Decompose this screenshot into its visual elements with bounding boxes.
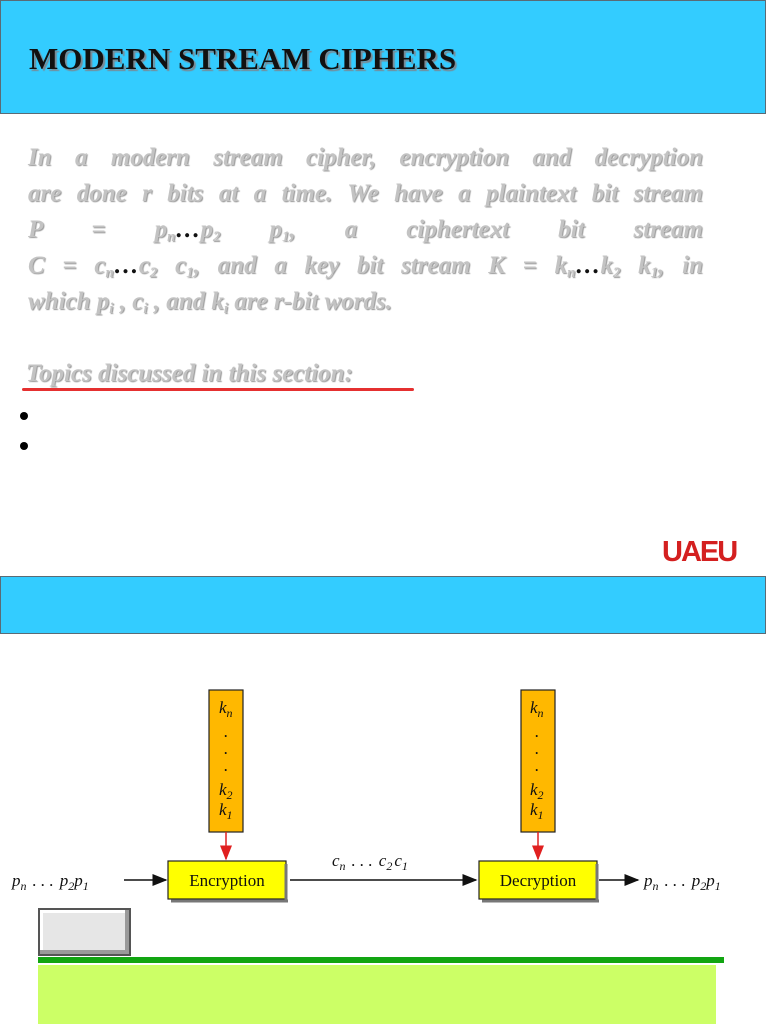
k-subscript-2: 2 bbox=[612, 265, 621, 281]
topics-underline bbox=[22, 388, 414, 391]
svg-text:.: . bbox=[535, 722, 539, 741]
plaintext-output-label: pn. . .p2p1 bbox=[643, 871, 721, 893]
svg-text:.: . bbox=[535, 756, 539, 775]
k-subscript-n: n bbox=[567, 265, 576, 281]
decryption-box bbox=[478, 860, 598, 900]
green-divider bbox=[38, 957, 724, 963]
p-subscript-n: n bbox=[167, 229, 176, 245]
svg-text:.: . bbox=[224, 739, 228, 758]
k-ellipsis: … bbox=[575, 252, 601, 279]
key-phrase: , and a key bit stream K = k bbox=[193, 252, 568, 279]
slide1-header: MODERN STREAM CIPHERS bbox=[0, 0, 766, 114]
intro-paragraph: In a modern stream cipher, encryption an… bbox=[28, 140, 703, 320]
c-ellipsis: … bbox=[113, 252, 139, 279]
p-subscript-1: 1 bbox=[282, 229, 290, 245]
svg-text:.: . bbox=[535, 739, 539, 758]
p-ellipsis: … bbox=[175, 216, 201, 243]
encryption-box bbox=[167, 860, 287, 900]
svg-text:pn. . .p2p1: pn. . .p2p1 bbox=[643, 871, 721, 893]
c-1: c bbox=[157, 252, 187, 279]
intro-line-2: are done r bits at a time. We have a pla… bbox=[28, 180, 703, 207]
svg-text:kn: kn bbox=[530, 698, 544, 720]
c-2: c bbox=[138, 252, 150, 279]
note-box bbox=[38, 965, 716, 1024]
bullet-2 bbox=[20, 442, 28, 450]
c-subscript-1: 1 bbox=[186, 265, 194, 281]
slide2-header bbox=[0, 576, 766, 634]
p-1: p bbox=[220, 216, 283, 243]
p-2: p bbox=[200, 216, 214, 243]
plaintext-input-label: pn. . .p2p1 bbox=[11, 871, 89, 893]
intro-line-3: P = pn…p2 p1, a ciphertext bit stream bbox=[28, 212, 703, 248]
which-p: which p bbox=[28, 288, 110, 315]
intro-line-4: C = cn…c2 c1, and a key bit stream K = k… bbox=[28, 248, 703, 284]
encryption-key-labels: kn . . . k2 k1 bbox=[219, 698, 233, 822]
svg-text:k2: k2 bbox=[219, 780, 233, 802]
intro-line-1: In a modern stream cipher, encryption an… bbox=[28, 144, 703, 171]
encryption-key-stream bbox=[208, 689, 244, 833]
p-equation: P = p bbox=[28, 216, 168, 243]
svg-text:k2: k2 bbox=[530, 780, 544, 802]
c-subscript-n: n bbox=[105, 265, 114, 281]
k-subscript-i: i bbox=[223, 301, 229, 317]
k-2: k bbox=[600, 252, 613, 279]
decryption-key-labels: kn . . . k2 k1 bbox=[530, 698, 544, 822]
rbit-words: are r-bit words. bbox=[228, 288, 392, 315]
svg-text:.: . bbox=[224, 756, 228, 775]
decryption-label: Decryption bbox=[500, 871, 577, 890]
c-subscript-2: 2 bbox=[149, 265, 158, 281]
navigation-button[interactable] bbox=[38, 908, 131, 956]
bullet-1 bbox=[20, 412, 28, 420]
comma-c: , c bbox=[113, 288, 144, 315]
intro-line-5: which pi , ci , and ki are r-bit words. bbox=[28, 284, 703, 320]
in-word: , in bbox=[658, 252, 703, 279]
encryption-label: Encryption bbox=[189, 871, 265, 890]
c-equation: C = c bbox=[28, 252, 106, 279]
svg-text:k1: k1 bbox=[219, 800, 233, 822]
svg-text:.: . bbox=[224, 722, 228, 741]
k-1: k bbox=[620, 252, 651, 279]
c-subscript-i: i bbox=[143, 301, 148, 317]
ciphertext-phrase: , a ciphertext bit stream bbox=[289, 216, 703, 243]
p-subscript-i: i bbox=[109, 301, 114, 317]
uaeu-logo: UAEU bbox=[662, 536, 738, 568]
topics-heading: Topics discussed in this section: bbox=[26, 360, 353, 387]
k-subscript-1: 1 bbox=[650, 265, 659, 281]
p-subscript-2: 2 bbox=[213, 229, 221, 245]
and-k: , and k bbox=[147, 288, 224, 315]
svg-text:kn: kn bbox=[219, 698, 233, 720]
slide-title: MODERN STREAM CIPHERS bbox=[29, 41, 457, 76]
svg-text:pn. . .p2p1: pn. . .p2p1 bbox=[11, 871, 89, 893]
svg-text:k1: k1 bbox=[530, 800, 544, 822]
